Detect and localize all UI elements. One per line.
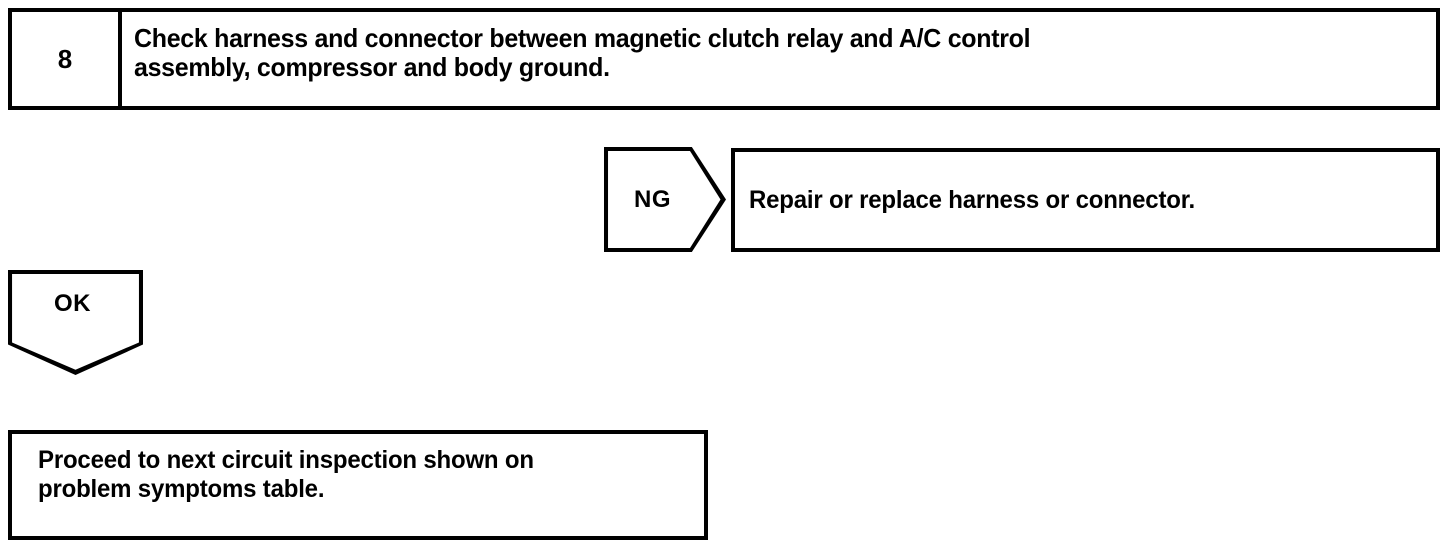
step-instruction-text: Check harness and connector between magn… <box>134 23 1031 83</box>
step-number-cell: 8 <box>12 12 122 106</box>
step-number: 8 <box>57 44 73 74</box>
action-box-proceed: Proceed to next circuit inspection shown… <box>8 430 708 540</box>
action-text-repair: Repair or replace harness or connector. <box>749 185 1196 214</box>
branch-tag-ok-inner: OK <box>12 273 139 370</box>
step-row: 8 Check harness and connector between ma… <box>8 8 1440 110</box>
branch-tag-ok: OK <box>8 270 143 375</box>
step-instruction-cell: Check harness and connector between magn… <box>122 12 1436 106</box>
branch-tag-ng: NG <box>604 147 726 252</box>
action-box-repair: Repair or replace harness or connector. <box>731 148 1440 252</box>
branch-tag-ng-inner: NG <box>608 150 721 249</box>
action-text-proceed: Proceed to next circuit inspection shown… <box>38 446 534 503</box>
branch-tag-ok-label: OK <box>54 290 91 317</box>
branch-tag-ng-label: NG <box>634 185 671 213</box>
